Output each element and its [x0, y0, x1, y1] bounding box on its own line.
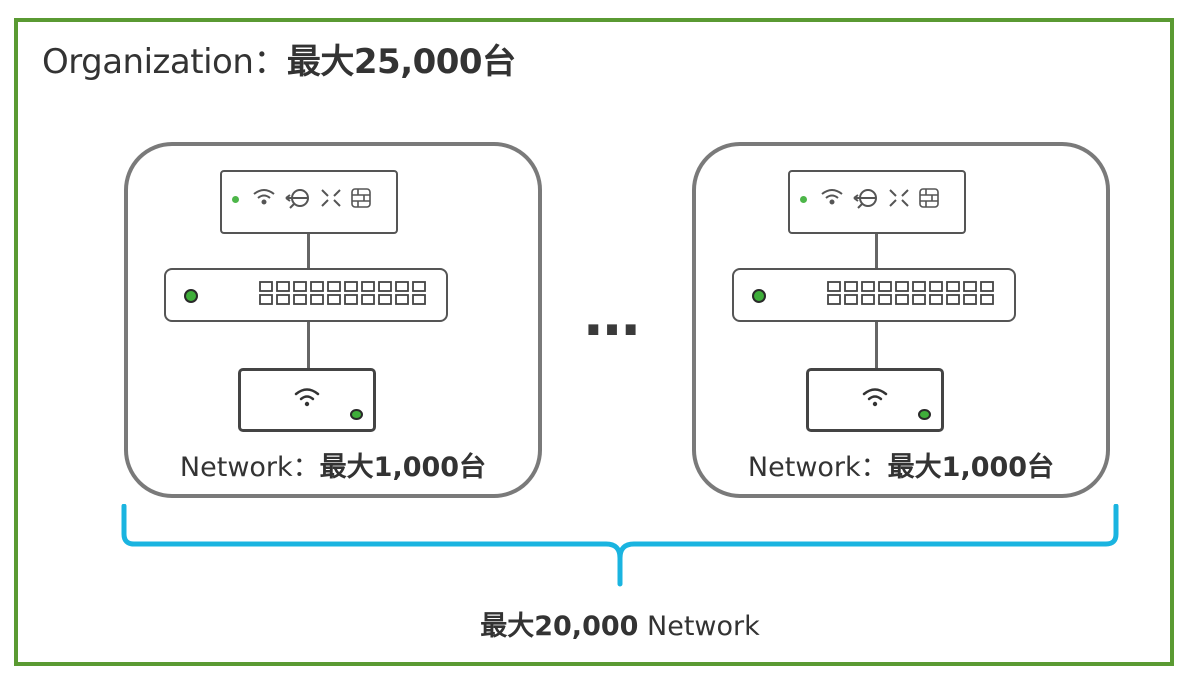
status-led	[800, 196, 807, 203]
switch-port	[861, 294, 875, 305]
switch-port	[412, 294, 426, 305]
switch-port	[344, 281, 358, 292]
organization-limit: 最大25,000台	[286, 42, 516, 82]
switch-port	[395, 294, 409, 305]
switch-port	[912, 294, 926, 305]
switch-port	[259, 281, 273, 292]
switch-port	[946, 294, 960, 305]
connection-line	[307, 234, 310, 268]
switch-port	[361, 281, 375, 292]
network-name: Network	[179, 452, 293, 483]
network-box: Network：最大1,000台	[692, 142, 1110, 498]
switch-port	[276, 281, 290, 292]
connection-line	[875, 322, 878, 368]
switch-ports	[827, 281, 994, 305]
switch-port	[844, 294, 858, 305]
switch-port	[844, 281, 858, 292]
switch-port	[378, 294, 392, 305]
switch-port	[344, 294, 358, 305]
network-count-label: Network	[638, 611, 760, 642]
switch-port	[878, 281, 892, 292]
switch-port	[878, 294, 892, 305]
switch-icon	[889, 189, 909, 207]
switch-port	[895, 294, 909, 305]
network-count-limit: 最大20,000 Network	[0, 604, 1200, 643]
status-led	[752, 289, 766, 303]
switch-port	[276, 294, 290, 305]
status-led	[350, 409, 363, 420]
switch-port	[293, 281, 307, 292]
firewall-icon	[919, 188, 939, 208]
status-led	[918, 409, 931, 420]
status-led	[232, 196, 239, 203]
switch-port	[963, 294, 977, 305]
organization-title: Organization：最大25,000台	[42, 34, 516, 83]
switch-icon	[321, 189, 341, 207]
appliance-icons	[253, 188, 371, 209]
network-name: Network	[747, 452, 861, 483]
switch-port	[895, 281, 909, 292]
switch-port	[980, 294, 994, 305]
connection-line	[307, 322, 310, 368]
switch-port	[293, 294, 307, 305]
network-separator: ：	[860, 452, 888, 483]
access-point-icon	[862, 388, 888, 407]
wifi-icon	[821, 189, 843, 205]
network-limit: 最大1,000台	[887, 452, 1055, 483]
network-count-value: 最大20,000	[480, 611, 639, 642]
switch-port	[827, 281, 841, 292]
switch-port	[378, 281, 392, 292]
switch-port	[980, 281, 994, 292]
connection-line	[875, 234, 878, 268]
vpn-icon	[285, 189, 309, 209]
grouping-brace	[121, 504, 1119, 587]
switch-port	[412, 281, 426, 292]
more-networks-ellipsis: …	[584, 284, 646, 349]
switch-port	[929, 294, 943, 305]
vpn-icon	[853, 189, 877, 209]
firewall-icon	[351, 188, 371, 208]
organization-label: Organization	[42, 42, 254, 82]
network-box: Network：最大1,000台	[124, 142, 542, 498]
switch-ports	[259, 281, 426, 305]
wifi-icon	[253, 189, 275, 205]
switch-port	[327, 281, 341, 292]
switch-port	[327, 294, 341, 305]
switch-port	[929, 281, 943, 292]
status-led	[184, 289, 198, 303]
network-separator: ：	[292, 452, 320, 483]
appliance-icons	[821, 188, 939, 209]
access-point	[806, 368, 944, 432]
switch-port	[310, 294, 324, 305]
switch-port	[361, 294, 375, 305]
access-point	[238, 368, 376, 432]
security-appliance	[220, 170, 398, 234]
network-limit: 最大1,000台	[319, 452, 487, 483]
access-point-icon	[294, 388, 320, 407]
network-label: Network：最大1,000台	[128, 445, 538, 484]
switch-port	[861, 281, 875, 292]
switch-port	[912, 281, 926, 292]
switch-port	[310, 281, 324, 292]
switch-port	[259, 294, 273, 305]
organization-separator: ：	[253, 42, 287, 82]
switch-port	[395, 281, 409, 292]
switch-port	[963, 281, 977, 292]
switch-port	[946, 281, 960, 292]
security-appliance	[788, 170, 966, 234]
network-label: Network：最大1,000台	[696, 445, 1106, 484]
network-switch	[732, 268, 1016, 322]
network-switch	[164, 268, 448, 322]
switch-port	[827, 294, 841, 305]
organization-frame	[14, 18, 1174, 666]
